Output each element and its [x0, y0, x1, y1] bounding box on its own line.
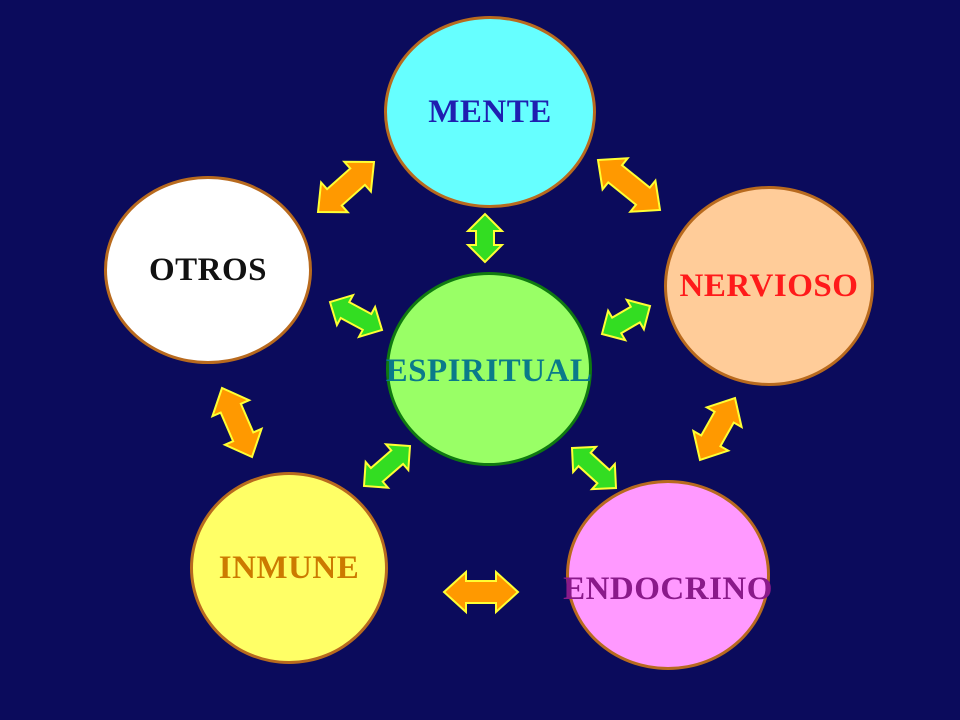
- arrow-espiritual-endocrino: [570, 445, 618, 491]
- arrow-otros-mente-shape: [316, 160, 376, 214]
- node-endocrino-label: ENDOCRINO: [563, 570, 773, 607]
- arrow-espiritual-mente-shape: [465, 212, 505, 264]
- arrow-nervioso-endocrino: [691, 396, 744, 462]
- node-espiritual-label: ESPIRITUAL: [385, 352, 593, 389]
- arrow-espiritual-nervioso-shape: [600, 298, 652, 342]
- arrow-espiritual-inmune: [362, 443, 412, 489]
- node-mente-label: MENTE: [428, 93, 552, 130]
- arrow-mente-nervioso: [596, 157, 662, 213]
- arrow-endocrino-inmune-shape: [442, 569, 520, 615]
- arrow-otros-mente: [316, 160, 376, 214]
- arrow-espiritual-otros-shape: [328, 293, 384, 339]
- node-mente: MENTE: [384, 16, 596, 208]
- node-nervioso-label: NERVIOSO: [679, 267, 859, 304]
- arrow-inmune-otros: [210, 386, 264, 459]
- arrow-espiritual-nervioso: [600, 298, 652, 342]
- node-inmune: INMUNE: [190, 472, 388, 664]
- node-nervioso: NERVIOSO: [664, 186, 874, 386]
- arrow-inmune-otros-shape: [210, 386, 264, 459]
- node-espiritual: ESPIRITUAL: [386, 272, 592, 466]
- arrow-nervioso-endocrino-shape: [691, 396, 744, 462]
- node-inmune-label: INMUNE: [218, 549, 360, 586]
- arrow-espiritual-endocrino-shape: [570, 445, 618, 491]
- node-endocrino: ENDOCRINO: [563, 480, 773, 670]
- arrow-espiritual-mente: [465, 212, 505, 264]
- arrow-endocrino-inmune: [442, 569, 520, 615]
- arrow-mente-nervioso-shape: [596, 157, 662, 213]
- node-otros: OTROS: [104, 176, 312, 364]
- node-otros-label: OTROS: [148, 251, 268, 288]
- arrow-espiritual-inmune-shape: [362, 443, 412, 489]
- arrow-espiritual-otros: [328, 293, 384, 339]
